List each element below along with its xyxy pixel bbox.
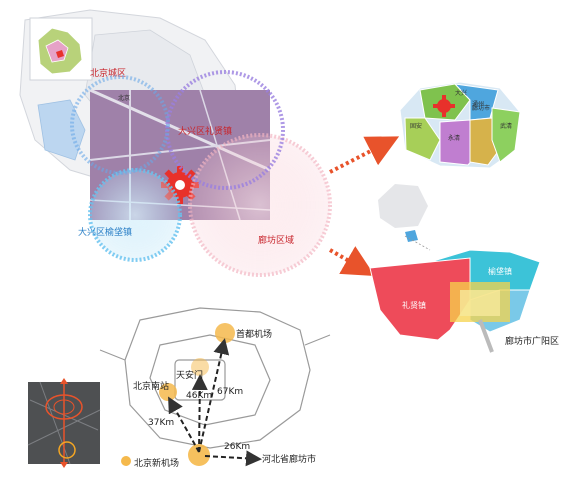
distance-diagram: 首都机场 天安门 北京南站 北京新机场 河北省廊坊市 37Km 46Km 67K… bbox=[99, 307, 331, 469]
new-airport-legend-icon bbox=[121, 456, 131, 466]
label-beijing-small: 北京 bbox=[118, 94, 130, 102]
capital-airport-marker bbox=[215, 323, 235, 343]
distance-tiananmen: 46Km bbox=[186, 391, 212, 401]
south-station-marker bbox=[159, 383, 177, 401]
district-daxing: 大兴 bbox=[455, 89, 467, 97]
influence-circles: 大兴区榆垡镇 廊坊区域 bbox=[70, 70, 332, 277]
label-yufa-town: 榆垡镇 bbox=[488, 266, 512, 276]
satellite-thumbnail bbox=[27, 378, 101, 468]
distance-capital-airport: 67Km bbox=[217, 387, 243, 397]
label-capital-airport: 首都机场 bbox=[236, 328, 272, 340]
link-arrows bbox=[328, 136, 400, 277]
label-south-station: 北京南站 bbox=[133, 380, 169, 392]
label-lixian-town: 礼贤镇 bbox=[402, 300, 426, 310]
district-wuqing: 武清 bbox=[500, 122, 512, 130]
label-langfang-zone: 廊坊区域 bbox=[258, 234, 294, 246]
district-yongqing: 永清 bbox=[448, 134, 460, 142]
locator-map bbox=[378, 184, 431, 251]
new-airport-marker bbox=[188, 444, 210, 466]
label-beijing-urban: 北京城区 bbox=[90, 67, 126, 79]
label-new-airport: 北京新机场 bbox=[134, 457, 179, 469]
district-marker-gear-icon bbox=[433, 95, 455, 117]
tiananmen-marker bbox=[191, 358, 209, 376]
district-guan: 固安 bbox=[410, 122, 422, 130]
langfang-map: 榆垡镇 礼贤镇 廊坊市广阳区 bbox=[369, 249, 559, 353]
distance-langfang: 26Km bbox=[224, 442, 250, 452]
label-tiananmen: 天安门 bbox=[176, 369, 203, 381]
district-map: 大兴 通州 固安 永清 廊坊市 武清 bbox=[399, 81, 521, 169]
district-langfang: 廊坊市 bbox=[472, 104, 490, 112]
distance-south-station: 37Km bbox=[148, 418, 174, 428]
label-daxing-yufa: 大兴区榆垡镇 bbox=[78, 226, 132, 238]
label-hebei-langfang: 河北省廊坊市 bbox=[262, 453, 316, 465]
label-daxing-lixian: 大兴区礼贤镇 bbox=[178, 125, 232, 137]
district-tongzhou: 通州 bbox=[472, 100, 484, 108]
label-langfang-guangyang: 廊坊市广阳区 bbox=[505, 335, 559, 347]
